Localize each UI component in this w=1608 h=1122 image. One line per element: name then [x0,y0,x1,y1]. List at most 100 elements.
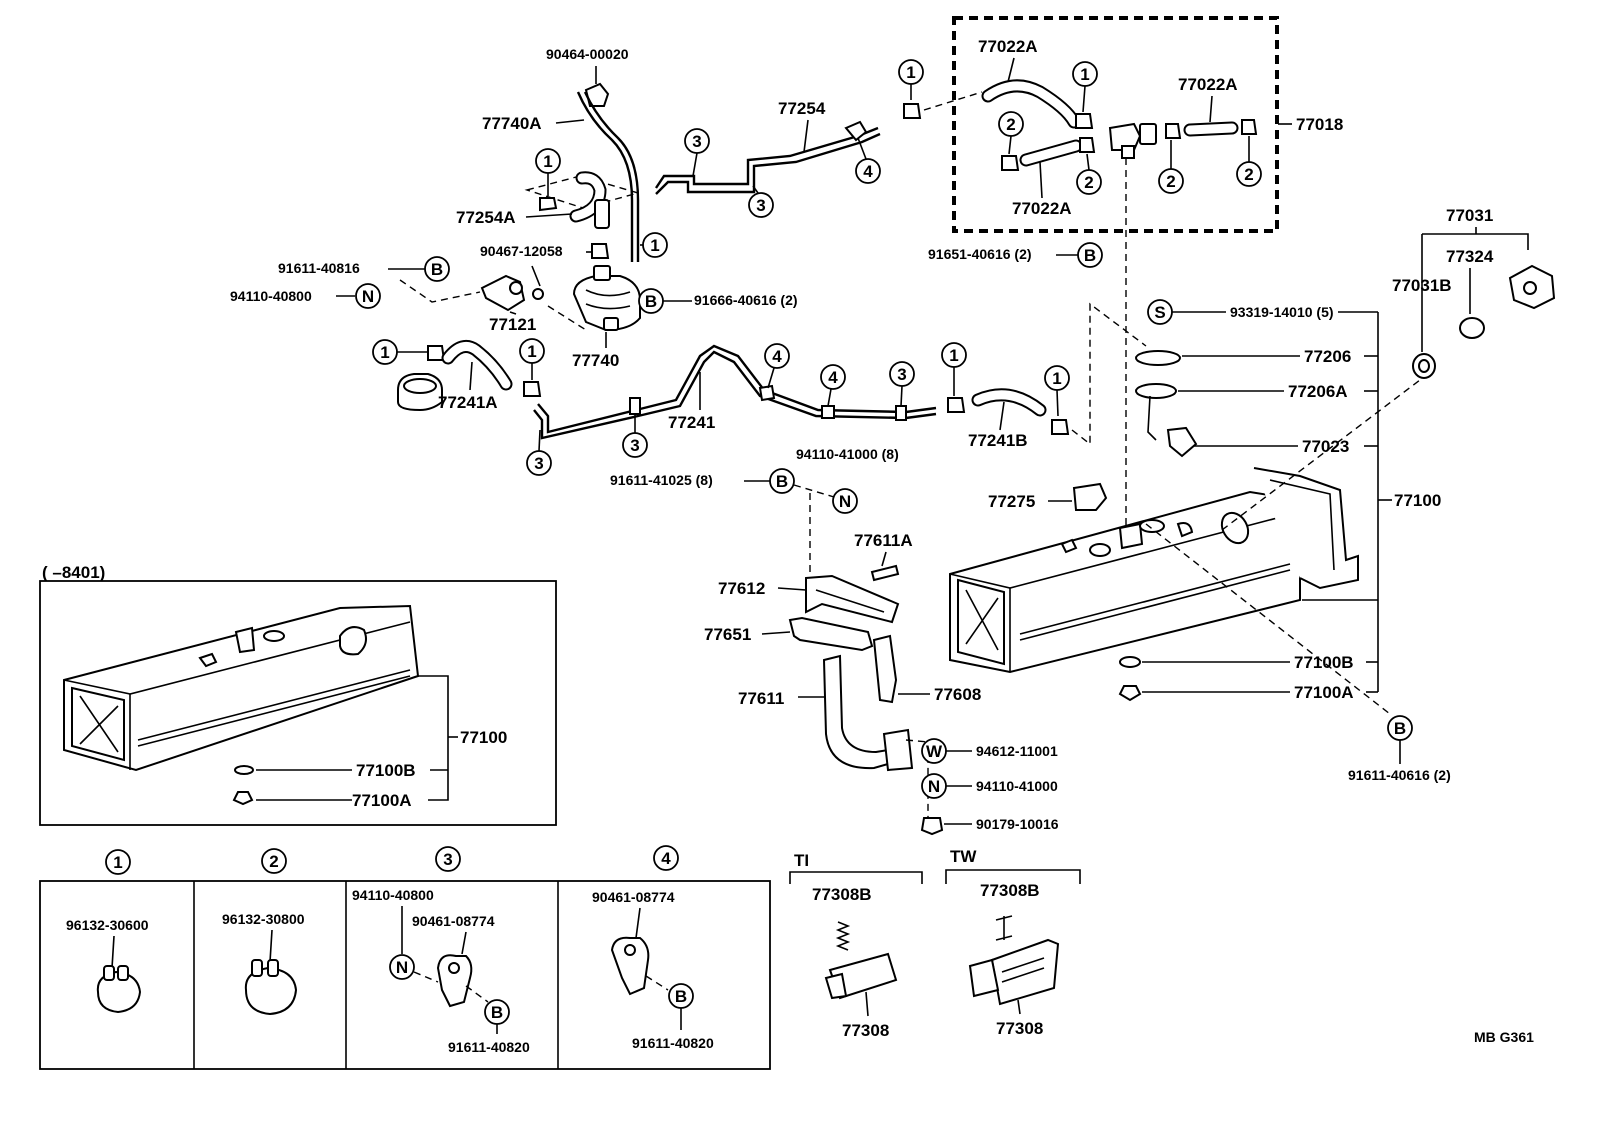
label-77611: 77611 [738,689,784,708]
label-77611A: 77611A [854,531,913,550]
clip-90464-00020 [584,82,610,107]
label-77308B: 77308B [980,881,1040,900]
fuel-lid-tw [990,938,1060,1006]
variant-tw: TW 77308B 77308 [945,847,1081,1038]
clamp-90461-08774-b [610,936,650,996]
callout-B: B [638,288,664,314]
svg-text:N: N [928,777,940,796]
callout-3: 3 [889,361,915,387]
filler-neck [1220,511,1250,545]
label-77100B: 77100B [356,761,416,780]
label-77031B: 77031B [1392,276,1452,295]
svg-text:N: N [839,492,851,511]
svg-text:3: 3 [756,196,765,215]
callout-B: B [769,468,795,494]
svg-text:2: 2 [1244,165,1253,184]
strap-77608 [872,634,898,704]
label-77308: 77308 [842,1021,889,1040]
svg-text:3: 3 [534,454,543,473]
svg-text:4: 4 [772,347,782,366]
legend-91611-40820: 91611-40820 [448,1039,530,1055]
callout-S: S [1147,299,1173,325]
label-77100B: 77100B [1294,653,1354,672]
label-91666-40616: 91666-40616 (2) [694,292,798,308]
svg-text:B: B [431,260,443,279]
filler-neck-inset [339,626,367,656]
callout-3: 3 [748,192,774,218]
label-77254: 77254 [778,99,826,118]
fuel-cap-77031: 77031 77324 77031B [1392,206,1556,379]
legend-callout-B: B [668,983,694,1009]
label-94612-11001: 94612-11001 [976,743,1058,759]
legend-90461-08774: 90461-08774 [592,889,675,905]
svg-text:4: 4 [863,162,873,181]
label-94110-40800: 94110-40800 [230,288,312,304]
callout-2: 2 [1158,168,1184,194]
callout-3: 3 [526,450,552,476]
cap-77324 [1459,317,1485,339]
label-91651-40616: 91651-40616 (2) [928,246,1032,262]
label-77206A: 77206A [1288,382,1348,401]
gauge-77023 [1166,426,1198,458]
svg-text:1: 1 [1080,65,1089,84]
svg-text:N: N [362,287,374,306]
callout-N: N [921,773,947,799]
svg-text:B: B [1394,719,1406,738]
label-94110-41000: 94110-41000 [976,778,1058,794]
svg-text:B: B [776,472,788,491]
svg-text:1: 1 [949,346,958,365]
svg-text:3: 3 [897,365,906,384]
svg-text:3: 3 [692,132,701,151]
label-77324: 77324 [1446,247,1494,266]
label-77121: 77121 [489,315,536,334]
svg-text:3: 3 [630,436,639,455]
callout-N: N [832,488,858,514]
svg-text:1: 1 [650,236,659,255]
sender-parts-group: S 93319-14010 (5) 77206 77206A 77023 771… [1118,299,1451,783]
inset-label: ( –8401) [42,563,105,582]
label-77022A: 77022A [978,37,1038,56]
label-93319-14010: 93319-14010 (5) [1230,304,1334,320]
label-77651: 77651 [704,625,751,644]
callout-B: B [1077,242,1103,268]
plate-77206A [1135,383,1177,399]
callout-4: 4 [820,364,846,390]
svg-text:W: W [926,742,943,761]
callout-4: 4 [764,343,790,369]
svg-text:2: 2 [1084,173,1093,192]
legend-callout-1: 1 [105,849,131,875]
svg-text:1: 1 [543,152,552,171]
svg-text:1: 1 [527,342,536,361]
check-valve [1108,122,1142,151]
variant-ti: TI 77308B 77308 [789,851,923,1040]
callout-3: 3 [684,128,710,154]
legend-91611-40820: 91611-40820 [632,1035,714,1051]
clip-90467-12058 [591,243,610,259]
label-77241A: 77241A [438,393,498,412]
callout-1: 1 [1044,365,1070,391]
callout-B: B [424,256,450,282]
drawing-code: MB G361 [1474,1029,1534,1045]
tank-bracket-group: 77611A 77612 77651 77611 77608 W 94612-1… [704,531,1059,836]
label-91611-41025: 91611-41025 (8) [610,472,713,488]
label-90467-12058: 90467-12058 [480,243,563,259]
svg-text:S: S [1154,303,1165,322]
pipe-77254-group: 77254 3 3 4 1 [655,59,983,218]
legend-callout-2: 2 [261,848,287,874]
svg-text:1: 1 [1052,369,1061,388]
gasket-77100B [1119,656,1141,668]
svg-text:B: B [1084,246,1096,265]
callout-2: 2 [1236,161,1262,187]
label-77608: 77608 [934,685,981,704]
label-77023: 77023 [1302,437,1349,456]
label-91611-40616: 91611-40616 (2) [1348,767,1451,783]
legend-90461-08774: 90461-08774 [412,913,495,929]
callout-1: 1 [898,59,924,85]
vsv-77740 [572,275,641,332]
svg-text:3: 3 [443,850,452,869]
label-77308: 77308 [996,1019,1043,1038]
callout-1: 1 [519,338,545,364]
callout-1: 1 [642,232,668,258]
callout-4: 4 [855,158,881,184]
label-77100A: 77100A [352,791,412,810]
